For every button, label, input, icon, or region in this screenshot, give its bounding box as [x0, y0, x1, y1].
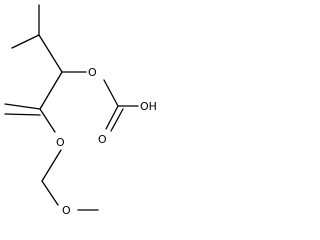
bond-vinyl-double-b [4, 113, 41, 116]
atom-ether-oxygen-1: O [56, 136, 65, 149]
bond-methyl-left [11, 34, 40, 49]
atom-ester-oxygen: O [88, 66, 97, 79]
atom-ether-oxygen-2: O [62, 204, 71, 217]
bond-ch2-ether-o2 [41, 180, 59, 206]
bond-carbonyl-double-b [110, 108, 124, 132]
bond-ether-o1-ch2 [41, 149, 62, 182]
structure-canvas: O OH O O O [4, 4, 157, 217]
molecule-structure: O OH O O O [4, 4, 157, 217]
bond-isopropyl-ch [38, 34, 63, 73]
atom-hydroxyl: OH [140, 100, 157, 113]
bond-ester-o-carbonyl-c [103, 79, 119, 107]
bond-carbonyl-double-a [105, 105, 119, 130]
atom-carbonyl-oxygen: O [98, 133, 107, 146]
bond-vinyl-c-ether-o1 [39, 108, 56, 133]
bond-vinyl-double-a [4, 103, 41, 110]
bond-ch-vinyl-c [39, 71, 63, 110]
